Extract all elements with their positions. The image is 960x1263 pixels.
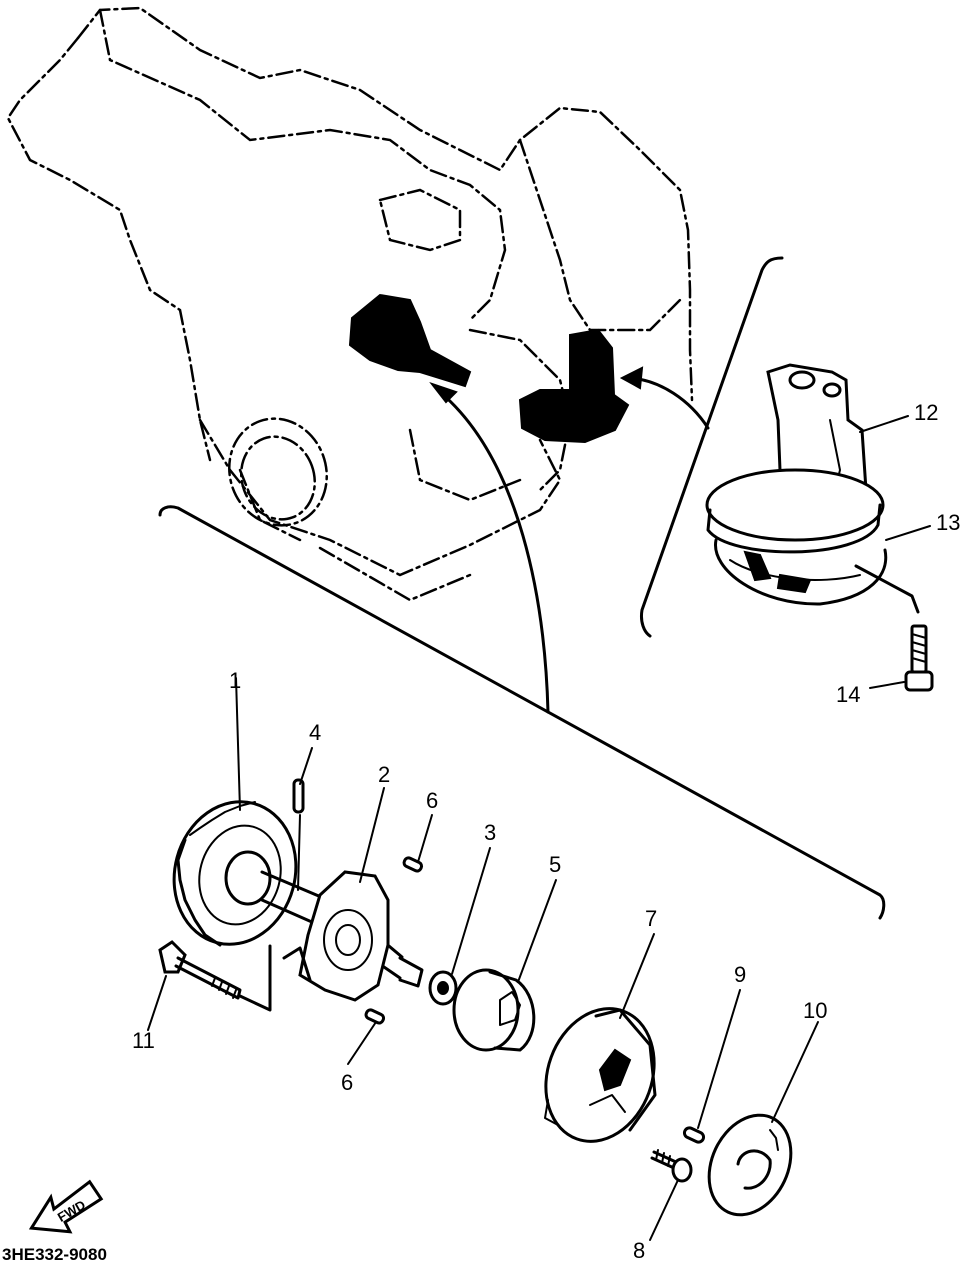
callout-4: 4	[309, 720, 321, 745]
strainer-mount-location	[518, 328, 630, 444]
callout-3: 3	[484, 820, 496, 845]
forward-direction-arrow-icon: FWD	[28, 1179, 104, 1234]
pump-cover-plate-part	[707, 1113, 793, 1217]
pump-cover-part	[544, 1007, 657, 1143]
callout-leader-lines	[147, 415, 931, 1241]
strainer-bolt-part	[854, 564, 934, 692]
group-bracket-main	[158, 505, 886, 920]
callout-6-lower: 6	[341, 1070, 353, 1095]
callout-5: 5	[549, 852, 561, 877]
engine-crankcase-outline	[6, 6, 694, 602]
diagram-code: 3HE332-9080	[2, 1245, 107, 1263]
cover-screw-part	[650, 1149, 693, 1183]
callout-1: 1	[229, 668, 241, 693]
strainer-seal-part	[714, 538, 888, 606]
washer-part	[428, 970, 458, 1006]
callout-7: 7	[645, 906, 657, 931]
oil-strainer-part	[705, 363, 885, 554]
assembly-arrows	[429, 366, 710, 714]
callout-2: 2	[378, 762, 390, 787]
callout-6-upper: 6	[426, 788, 438, 813]
pump-pin-part	[292, 778, 305, 891]
callout-numbers: 1 4 2 6 3 5 7 9 10 11 6 8 12 13 14	[132, 400, 960, 1263]
group-bracket-strainer	[640, 256, 784, 638]
pump-body-part	[282, 870, 390, 1002]
pump-mount-location	[348, 293, 472, 388]
dowel-pin-upper-part	[402, 856, 424, 873]
callout-12: 12	[914, 400, 938, 425]
dowel-pin-lower-part	[364, 1008, 386, 1025]
cover-pin-part	[682, 1126, 706, 1144]
callout-10: 10	[803, 998, 827, 1023]
callout-11: 11	[132, 1028, 155, 1053]
outer-rotor-part	[452, 968, 536, 1052]
callout-8: 8	[633, 1238, 645, 1263]
pump-drive-gear-part	[172, 800, 424, 988]
callout-9: 9	[734, 962, 746, 987]
callout-13: 13	[936, 510, 960, 535]
pump-mount-bolt-part	[158, 940, 272, 1012]
callout-14: 14	[836, 682, 860, 707]
